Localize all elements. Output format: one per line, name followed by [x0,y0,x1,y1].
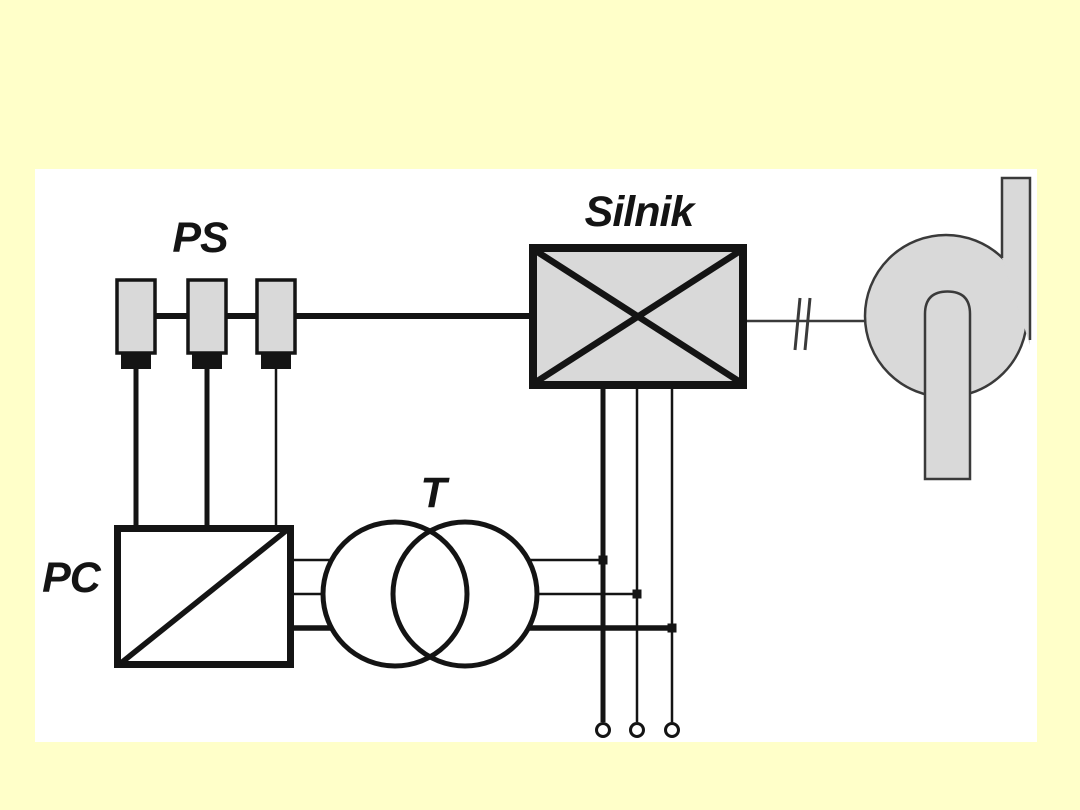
terminals-group [595,722,680,738]
motor-label: Silnik [585,188,697,236]
sensors-label: PS [172,214,229,262]
coupling-icon [793,297,802,351]
transformer-icon [320,519,470,669]
coupling-icon [803,297,812,351]
sensor-head [261,352,291,369]
transformer-icon [390,519,540,669]
junction-dot [632,589,642,599]
transformer-group: T [294,469,677,669]
pump-inlet-pipe [923,290,972,481]
sensor-icon [255,278,297,355]
motor-wires-group [600,388,674,722]
shaft-group [747,297,870,351]
sensor-head [121,352,151,369]
terminal-icon [664,722,680,738]
sensor-icon [186,278,228,355]
pump-outlet-fill [1002,178,1030,345]
terminal-icon [595,722,611,738]
motor-group: Silnik [529,188,747,389]
converter-label: PC [42,554,102,602]
converter-group: PC [42,525,294,668]
converter-diagonal [119,527,289,666]
position-sensors-group: PS [115,214,533,528]
sensor-icon [115,278,157,355]
pump-group [863,176,1032,481]
pump-outlet-pipe [1000,176,1032,340]
junction-dot [667,623,677,633]
junction-dot [598,555,608,565]
motor-cross-line [534,248,742,385]
terminal-icon [629,722,645,738]
sensor-head [192,352,222,369]
